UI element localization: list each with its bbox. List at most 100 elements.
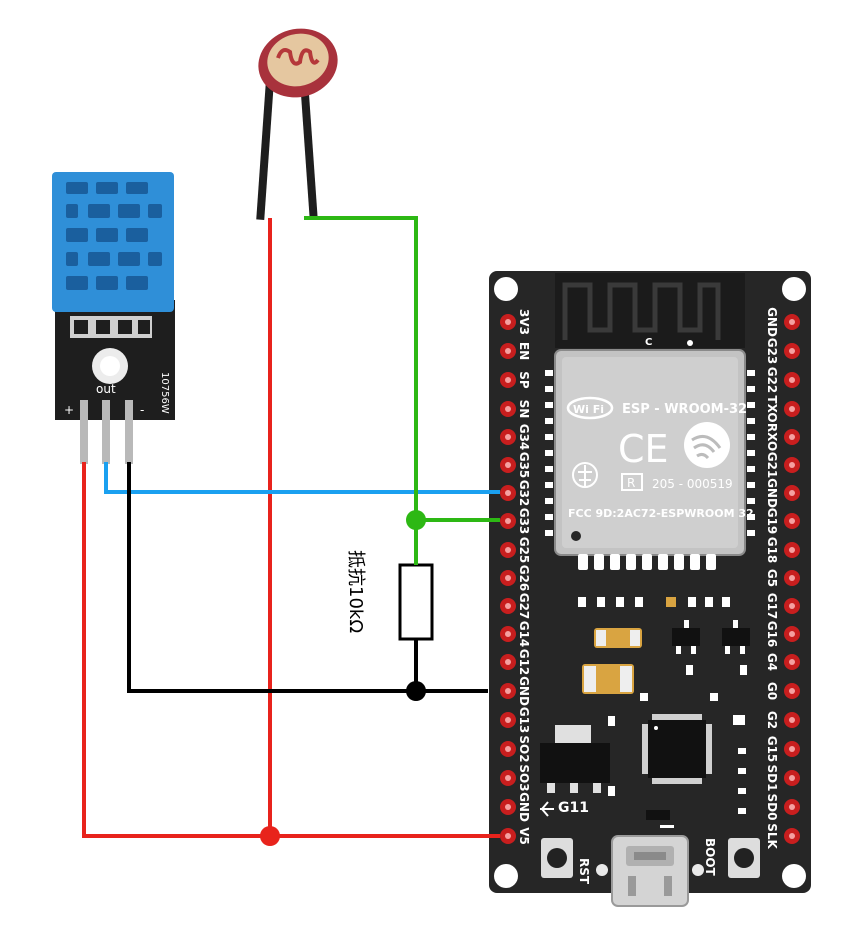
dht-out-label: out — [96, 382, 116, 396]
power-wire-dht — [82, 462, 500, 838]
pin-label: G5 — [765, 569, 779, 587]
dht-mount-hole — [100, 356, 120, 376]
pin-label: SP — [517, 371, 531, 389]
pin-pad — [500, 828, 516, 844]
mount-hole-top-right — [782, 277, 806, 301]
pin-pad — [784, 712, 800, 728]
pin-label: SD0 — [765, 794, 779, 821]
pin-label: G23 — [765, 338, 779, 365]
junction-dot-sensor — [406, 510, 426, 530]
mount-hole-bottom-right — [782, 864, 806, 888]
pin-pad — [500, 626, 516, 642]
pin-pad — [500, 570, 516, 586]
pin-pad — [500, 401, 516, 417]
pin-label: SLK — [765, 823, 779, 849]
pin-pad — [500, 598, 516, 614]
pin-pad — [784, 626, 800, 642]
pin-label: RXO — [765, 423, 779, 451]
pin-label: G21 — [765, 452, 779, 479]
module-side-pads — [545, 370, 755, 536]
antenna-dot — [687, 340, 693, 346]
ldo-marker-icon — [540, 801, 554, 817]
resistor-label: 抵抗10kΩ — [345, 550, 366, 633]
pin-pad — [784, 314, 800, 330]
pin-pad — [784, 485, 800, 501]
rst-button[interactable] — [541, 838, 573, 878]
photoresistor — [256, 28, 338, 220]
pin-pad — [784, 598, 800, 614]
ldr-pattern — [276, 48, 320, 66]
pin-pad — [500, 683, 516, 699]
module-reg-id: 205 - 000519 — [652, 477, 733, 491]
junction-dot-ground — [406, 681, 426, 701]
pin-pad — [784, 542, 800, 558]
pin-label: SD1 — [765, 765, 779, 792]
pin-pad — [784, 343, 800, 359]
pin-label: G13 — [517, 707, 531, 734]
pin-label: SO2 — [517, 735, 531, 762]
ce-mark: CE — [618, 427, 669, 471]
pin-label: G25 — [517, 537, 531, 564]
rst-label: RST — [577, 858, 591, 885]
pin-pad — [784, 654, 800, 670]
pin-label: G19 — [765, 508, 779, 535]
wroom-shield — [562, 357, 738, 548]
ldo-label: G11 — [558, 800, 589, 816]
data-wire-dht — [104, 462, 500, 494]
junction-dot-power — [260, 826, 280, 846]
pin-label: G0 — [765, 682, 779, 700]
dht-pin-header — [70, 316, 152, 338]
pin-pad — [784, 799, 800, 815]
pin-pad — [784, 429, 800, 445]
svg-text:Wi Fi: Wi Fi — [573, 403, 604, 416]
pin-pad — [500, 513, 516, 529]
esp32-board: C Wi Fi ESP - WROOM-32 CE R 205 - 000519… — [489, 271, 811, 907]
smd-components — [578, 597, 750, 828]
pin-label: SN — [517, 400, 531, 419]
pin-pad — [500, 372, 516, 388]
pin-label: GND — [517, 792, 531, 822]
pin-pad — [500, 314, 516, 330]
pin-pad — [784, 401, 800, 417]
dht-leads — [80, 400, 133, 464]
pin-pad — [784, 570, 800, 586]
pin-label: GND — [765, 307, 779, 337]
dht-grille — [66, 182, 162, 290]
pin-label: G2 — [765, 711, 779, 729]
boot-label: BOOT — [703, 838, 717, 877]
boot-button[interactable] — [728, 838, 760, 878]
dht-model-code: 10756W — [159, 372, 170, 414]
pin-label: TXO — [765, 395, 779, 422]
pin-pad — [784, 513, 800, 529]
pin-label: 3V3 — [517, 309, 531, 335]
pin-label: EN — [517, 342, 531, 360]
pin-pad — [500, 485, 516, 501]
right-pin-labels: GND G23 G22 TXO RXO G21 GND G19 G18 G5 G… — [765, 307, 779, 849]
mount-hole-top-left — [494, 277, 518, 301]
pin-pad — [500, 654, 516, 670]
module-fcc-id: FCC 9D:2AC72-ESPWROOM 32 — [568, 507, 754, 520]
pin-pad — [784, 770, 800, 786]
usb-side-hole-right — [692, 864, 704, 876]
module-pin1-dot — [571, 531, 581, 541]
dht-minus-label: - — [140, 403, 144, 417]
pin-pad — [500, 429, 516, 445]
pin-label: G32 — [517, 480, 531, 507]
ldr-lead-right — [300, 79, 318, 218]
pin-label: V5 — [517, 827, 531, 845]
micro-usb-port[interactable] — [611, 835, 689, 907]
antenna-mark: C — [645, 337, 652, 348]
pin-pad — [500, 542, 516, 558]
ground-wire-dht — [127, 462, 488, 693]
pin-label: G12 — [517, 649, 531, 676]
pin-label: SO3 — [517, 764, 531, 791]
resistor-10k — [398, 563, 434, 641]
pin-label: G4 — [765, 653, 779, 671]
usb-side-hole-left — [596, 864, 608, 876]
module-castellated-pads — [578, 554, 716, 570]
pin-label: G34 — [517, 424, 531, 451]
ldr-lead-left — [256, 79, 274, 220]
espressif-logo-icon — [684, 422, 730, 468]
telec-mark-icon — [572, 462, 598, 488]
